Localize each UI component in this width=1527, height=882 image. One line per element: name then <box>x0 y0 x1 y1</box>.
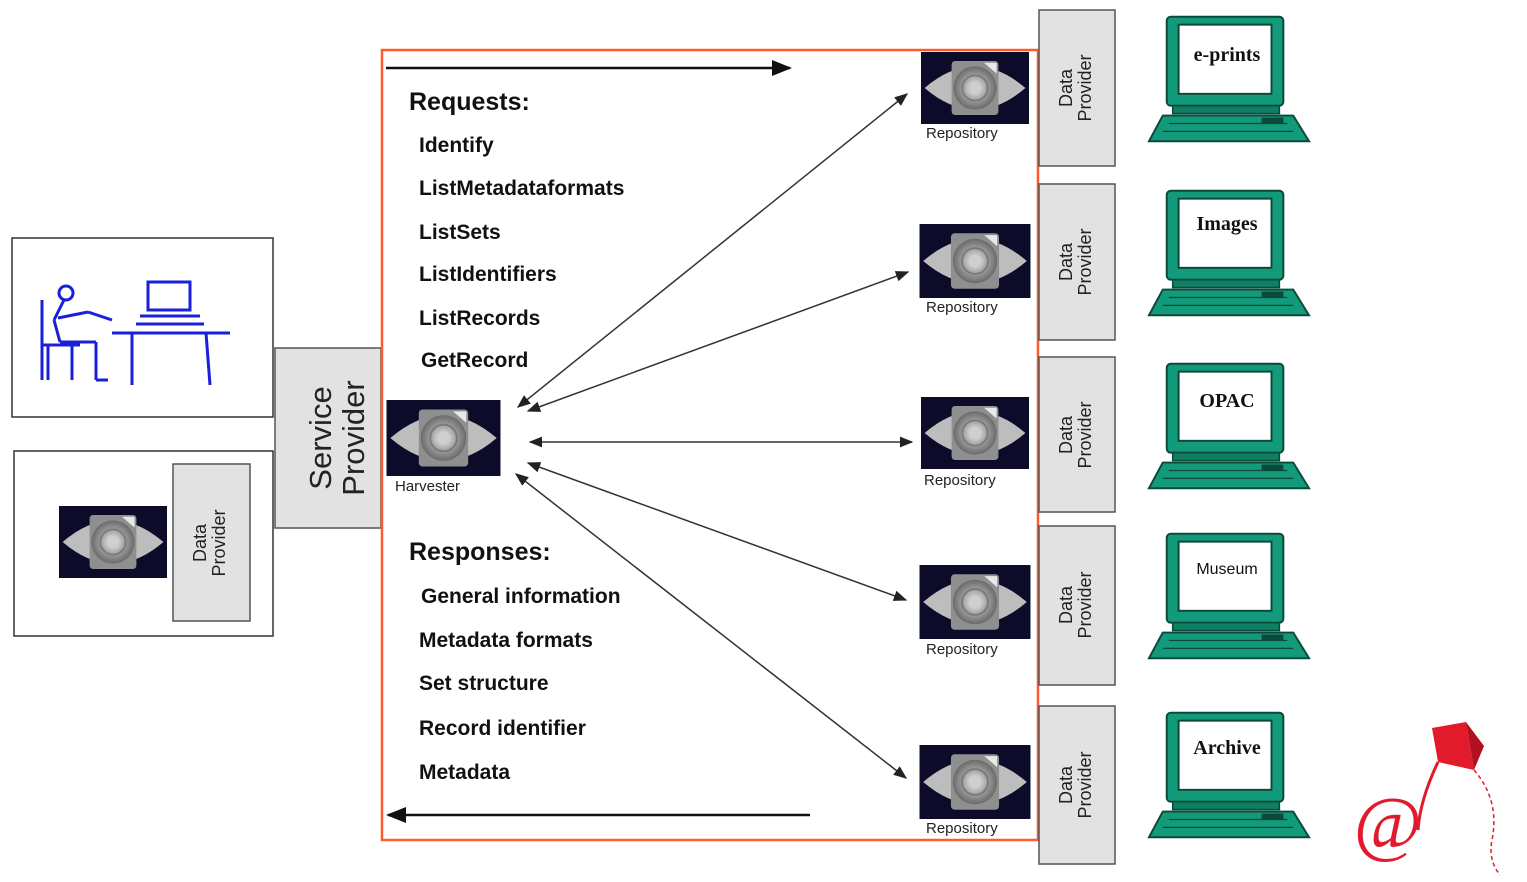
response-item-set-structure: Set structure <box>419 672 549 695</box>
data-provider-2-line2: Provider <box>1074 228 1095 296</box>
repository-icon-5 <box>918 745 1032 819</box>
harvester-icon <box>385 400 502 476</box>
request-item-identify: Identify <box>419 134 494 157</box>
data-provider-4-line2: Provider <box>1074 571 1095 639</box>
repository-label-4: Repository <box>926 641 998 658</box>
requests-heading: Requests: <box>409 88 530 116</box>
request-item-listidentifiers: ListIdentifiers <box>419 263 557 286</box>
harvester-label: Harvester <box>395 478 461 495</box>
data-provider-label-5: Data Provider <box>1056 735 1097 835</box>
local-data-provider-line1: Data <box>190 523 210 563</box>
data-provider-tab-4 <box>1038 525 1116 686</box>
link-repo-5 <box>514 473 908 779</box>
responses-heading: Responses: <box>409 538 551 566</box>
user-box <box>11 237 274 418</box>
response-item-metadata-formats: Metadata formats <box>419 629 593 652</box>
data-provider-5-line2: Provider <box>1074 751 1095 819</box>
response-item-general-information: General information <box>421 585 621 608</box>
at-kite-logo-icon: @ <box>1354 722 1501 876</box>
data-provider-label-4: Data Provider <box>1056 555 1097 655</box>
service-provider-label: Service Provider <box>303 348 371 528</box>
repository-icon-3 <box>920 397 1030 469</box>
protocol-frame <box>380 48 1040 842</box>
local-repository-icon <box>57 506 169 578</box>
repository-label-5: Repository <box>926 820 998 837</box>
data-provider-label-2: Data Provider <box>1056 212 1097 312</box>
desktop-computer-icon-1 <box>1147 15 1311 143</box>
repository-icon-2 <box>918 224 1032 298</box>
repository-icon-1 <box>920 52 1030 124</box>
local-data-provider-tab <box>172 463 251 622</box>
data-provider-tab-1 <box>1038 9 1116 167</box>
desktop-computer-icon-3 <box>1147 362 1311 490</box>
data-provider-4-line1: Data <box>1056 585 1076 625</box>
source-label-eprints: e-prints <box>1193 44 1261 66</box>
data-provider-3-line2: Provider <box>1074 401 1095 469</box>
data-provider-label-3: Data Provider <box>1056 385 1097 485</box>
link-repo-2 <box>526 271 910 412</box>
data-provider-2-line1: Data <box>1056 242 1076 282</box>
link-repo-1 <box>516 93 909 408</box>
response-item-record-identifier: Record identifier <box>419 717 586 740</box>
data-provider-tab-5 <box>1038 705 1116 865</box>
data-provider-1-line2: Provider <box>1074 54 1095 122</box>
source-label-opac: OPAC <box>1199 390 1255 412</box>
data-provider-tab-2 <box>1038 183 1116 341</box>
source-label-archive: Archive <box>1193 737 1261 759</box>
data-provider-tab-3 <box>1038 356 1116 513</box>
request-item-listsets: ListSets <box>419 221 501 244</box>
link-repo-4 <box>526 462 908 601</box>
local-data-provider-label: Data Provider <box>190 493 231 593</box>
desktop-computer-icon-5 <box>1147 711 1311 839</box>
request-item-getrecord: GetRecord <box>421 349 529 372</box>
data-provider-1-line1: Data <box>1056 68 1076 108</box>
request-item-listrecords: ListRecords <box>419 307 541 330</box>
repository-label-3: Repository <box>924 472 996 489</box>
service-provider-line1: Service <box>303 386 338 490</box>
data-provider-5-line1: Data <box>1056 765 1076 805</box>
repository-label-1: Repository <box>926 125 998 142</box>
service-provider-box <box>274 347 382 529</box>
data-provider-3-line1: Data <box>1056 415 1076 455</box>
request-item-listmetadataformats: ListMetadataformats <box>419 177 625 200</box>
data-provider-label-1: Data Provider <box>1056 38 1097 138</box>
desktop-computer-icon-2 <box>1147 189 1311 317</box>
response-item-metadata: Metadata <box>419 761 511 784</box>
repository-icon-4 <box>918 565 1032 639</box>
svg-text:@: @ <box>1354 783 1422 865</box>
source-label-images: Images <box>1196 213 1258 235</box>
service-provider-line2: Provider <box>335 380 371 496</box>
desktop-computer-icon-4 <box>1147 532 1311 660</box>
source-label-museum: Museum <box>1196 561 1258 578</box>
repository-label-2: Repository <box>926 299 998 316</box>
local-data-provider-line2: Provider <box>208 509 229 577</box>
user-at-desk-icon <box>40 280 230 386</box>
